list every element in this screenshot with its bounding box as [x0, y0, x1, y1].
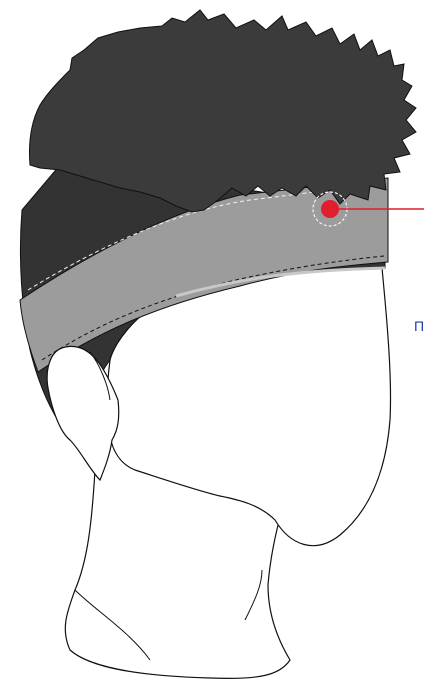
- sensor-dot-icon: [321, 200, 339, 218]
- callout-label: Π: [414, 318, 424, 334]
- ear-outline: [47, 346, 119, 480]
